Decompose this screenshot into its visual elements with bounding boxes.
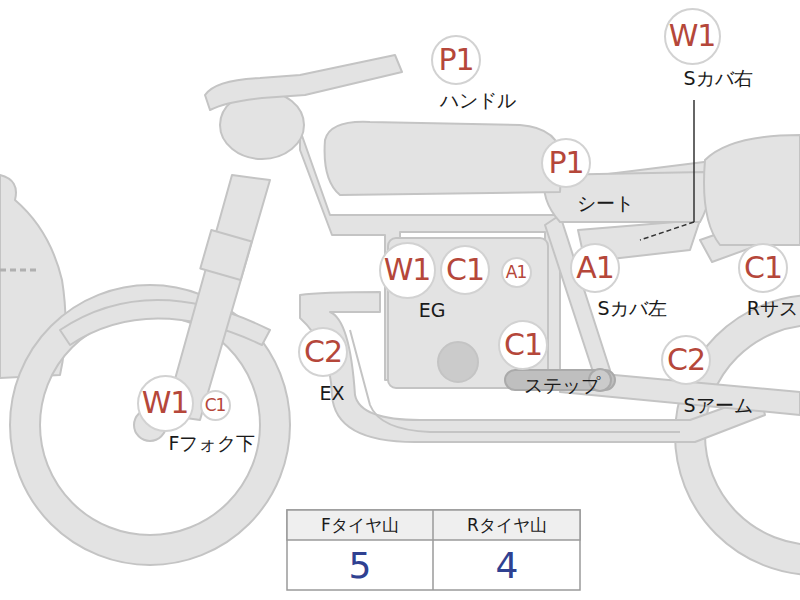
damage-code-circle: A1: [501, 257, 532, 288]
damage-code-circle: C1: [440, 245, 490, 295]
damage-code-circle: P1: [541, 138, 591, 188]
damage-code-circle: W1: [379, 242, 436, 299]
callout-code: W1: [669, 21, 716, 51]
callout-code: A1: [506, 264, 526, 281]
damage-code-circle: C1: [498, 320, 548, 370]
part-name: Rサス: [747, 298, 798, 319]
damage-code-circle: W1: [664, 8, 721, 65]
callout-code: W1: [384, 255, 431, 285]
callout-code: C1: [744, 253, 782, 283]
damage-code-circle: W1: [137, 375, 194, 432]
damage-code-circle: C2: [661, 335, 711, 385]
tread-table: [287, 510, 580, 590]
part-name: EX: [319, 383, 344, 404]
callout-code: C2: [667, 345, 705, 375]
table-header: Fタイヤ山: [321, 516, 399, 535]
callout-code: P1: [438, 45, 473, 75]
table-value: 4: [496, 546, 519, 586]
part-name: Sカバ右: [683, 68, 752, 89]
damage-code-circle: C2: [298, 327, 348, 377]
callout-code: W1: [142, 388, 189, 418]
table-header: Rタイヤ山: [467, 516, 547, 535]
leader-line: [693, 100, 695, 222]
fairing-dash: [0, 269, 40, 272]
leader-line: [640, 222, 694, 240]
damage-code-circle: C1: [200, 390, 231, 421]
table-value: 5: [349, 546, 372, 586]
fuel-tank: [325, 122, 562, 195]
handlebar: [205, 55, 402, 110]
part-name: EG: [419, 300, 446, 321]
callout-code: P1: [548, 148, 583, 178]
front-fender: [60, 300, 270, 345]
front-wheel: [25, 300, 275, 550]
callout-code: C1: [205, 397, 226, 414]
callout-code: C1: [446, 255, 484, 285]
damage-code-circle: C1: [738, 243, 788, 293]
callout-code: C1: [504, 330, 542, 360]
engine-cover: [438, 342, 478, 382]
damage-code-circle: P1: [431, 35, 481, 85]
damage-code-circle: A1: [570, 243, 620, 293]
part-name: シート: [577, 193, 634, 214]
tail: [704, 135, 800, 245]
part-name: ハンドル: [440, 90, 516, 111]
part-name: ステップ: [524, 375, 600, 396]
callout-code: C2: [304, 337, 342, 367]
callout-code: A1: [576, 253, 614, 283]
part-name: Fフォク下: [169, 433, 256, 454]
part-name: Sアーム: [683, 395, 752, 416]
part-name: Sカバ左: [597, 298, 666, 319]
